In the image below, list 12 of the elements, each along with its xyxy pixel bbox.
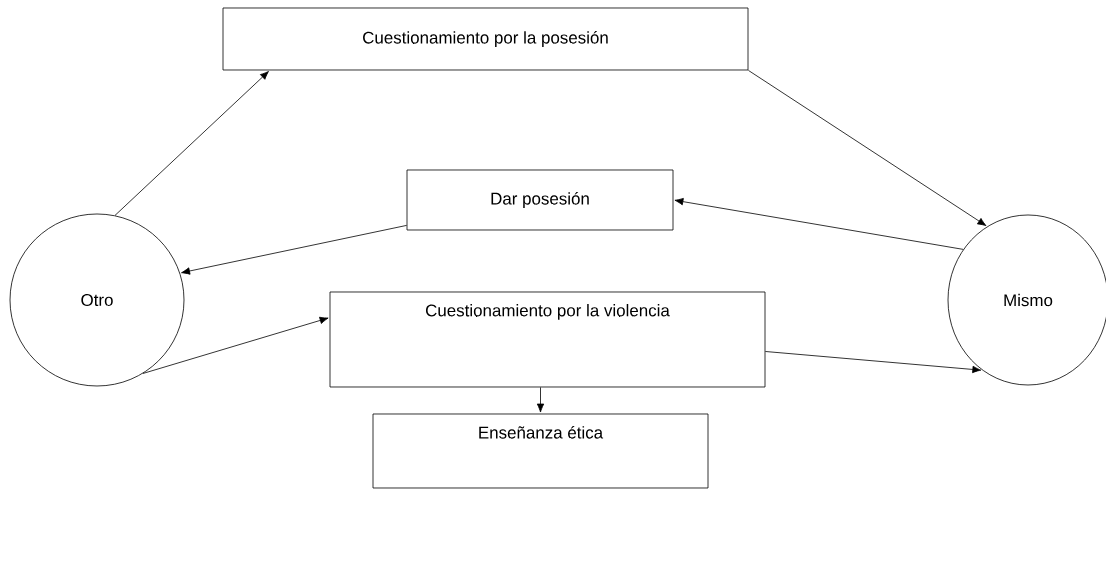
arrow xyxy=(181,225,407,275)
arrow xyxy=(536,387,545,413)
arrow xyxy=(142,316,329,374)
circle-node: Otro xyxy=(9,213,185,387)
process-box: Cuestionamiento por la posesión xyxy=(222,7,749,71)
arrow xyxy=(765,351,982,374)
process-box: Enseñanza ética xyxy=(372,413,709,489)
process-box: Cuestionamiento por la violencia xyxy=(329,291,766,388)
arrow xyxy=(114,71,269,216)
arrow xyxy=(748,70,987,226)
process-box: Dar posesión xyxy=(406,169,674,231)
arrow xyxy=(674,198,964,250)
